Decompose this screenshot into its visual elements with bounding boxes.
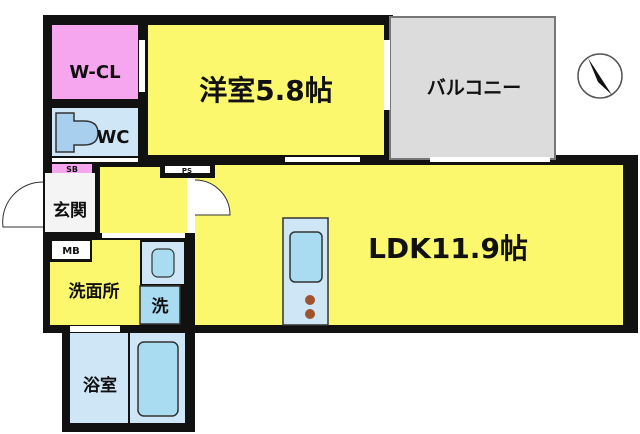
washroom: [50, 262, 140, 325]
walk-in-closet-room: [52, 25, 138, 99]
sink-icon: [289, 231, 323, 283]
balcony-room: [389, 16, 556, 160]
north-arrow-icon: [577, 53, 623, 99]
washer-label: 洗: [152, 296, 169, 317]
meter-box-label: MB: [62, 246, 80, 257]
stove-burner-icon: [305, 309, 315, 319]
balcony-label: バルコニー: [427, 77, 522, 99]
washer-space: [139, 285, 181, 325]
stove-burner-icon: [305, 295, 315, 305]
bathtub-icon: [137, 341, 179, 417]
washroom-label: 洗面所: [69, 281, 120, 302]
entrance: [45, 173, 95, 232]
bathroom: [70, 333, 128, 423]
western-room: [148, 25, 384, 155]
shoe-box-label: SB: [66, 165, 78, 174]
toilet-icon: [55, 112, 99, 153]
ldk-room: [195, 165, 623, 325]
bathroom-label: 浴室: [83, 375, 117, 396]
basin-icon: [151, 248, 175, 278]
door-swing-icon: [194, 179, 231, 216]
shoe-box: [52, 164, 92, 173]
toilet-label: WC: [96, 127, 129, 148]
pipe-space-label: PS: [182, 167, 192, 175]
entrance-door-swing-icon: [2, 181, 44, 228]
entrance-label: 玄関: [53, 200, 87, 221]
meter-box: [52, 241, 90, 259]
ldk-label: LDK11.9帖: [368, 232, 528, 265]
western-room-label: 洋室5.8帖: [199, 74, 333, 107]
walk-in-closet-label: W-CL: [69, 62, 120, 83]
